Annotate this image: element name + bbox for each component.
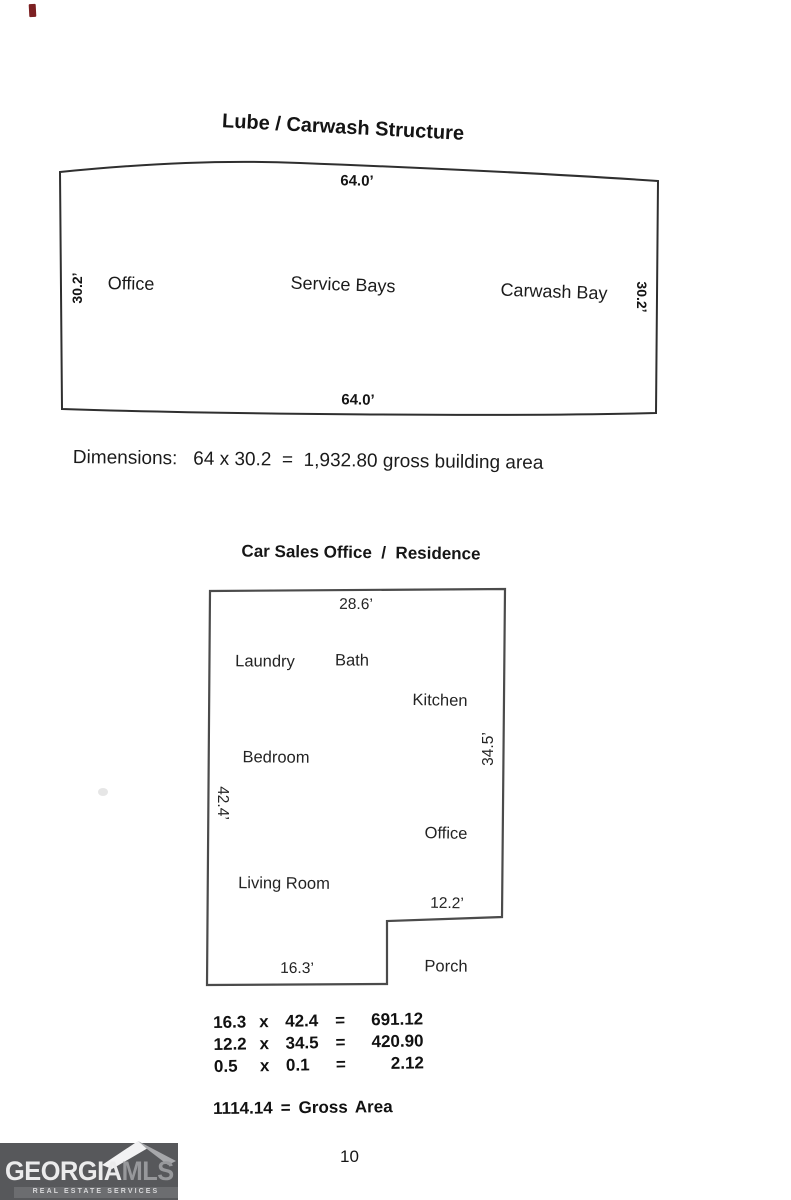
residence-room-bedroom: Bedroom [242,748,310,767]
lube-dim-top: 64.0’ [340,172,374,190]
calc-b: 42.4 [285,1011,319,1031]
calc-eq: = [334,1010,346,1030]
residence-dim-left: 42.4’ [214,786,231,820]
lube-dim-left: 30.2’ [69,272,85,304]
lube-room-office: Office [107,273,155,294]
residence-room-kitchen: Kitchen [412,691,468,710]
page-number: 10 [340,1147,359,1166]
area-calculations: 16.3 x 42.4 = 691.12 12.2 x 34.5 = 420.9… [213,1008,424,1078]
residence-room-bath: Bath [334,651,370,670]
calc-b: 0.1 [285,1055,310,1075]
logo-tagline-bar: REAL ESTATE SERVICES [14,1187,178,1198]
residence-dim-top: 28.6’ [339,595,373,614]
corner-red-mark [28,3,37,18]
lube-room-carwash-bay: Carwash Bay [500,279,608,304]
logo-tagline: REAL ESTATE SERVICES [32,1188,160,1195]
total-label: Gross Area [298,1097,393,1118]
calc-eq: = [335,1054,347,1074]
calc-a: 12.2 [213,1034,247,1054]
calc-op: x [259,1056,270,1076]
calc-a: 16.3 [213,1012,247,1032]
calc-result: 2.12 [390,1053,425,1073]
residence-title: Car Sales Office / Residence [241,541,481,564]
residence-dim-right: 34.5’ [480,732,497,766]
logo-brand-secondary: MLS [121,1156,175,1186]
residence-dim-bottom: 16.3’ [280,959,314,978]
logo-brand-primary: GEORGIA [5,1156,122,1186]
calc-row: 0.5 x 0.1 = 2.12 [214,1052,424,1078]
gross-area-total: 1114.14 = Gross Area [213,1097,393,1119]
calc-result: 691.12 [370,1009,424,1030]
residence-room-living: Living Room [238,874,330,893]
calc-op: x [259,1034,270,1054]
lube-dim-bottom: 64.0’ [341,391,375,409]
roof-icon [102,1141,176,1169]
total-value: 1114.14 [213,1098,273,1118]
lube-dim-right: 30.2’ [634,281,650,313]
calc-result: 420.90 [371,1031,424,1052]
residence-room-office: Office [424,824,468,843]
calc-b: 34.5 [285,1033,319,1053]
calc-op: x [259,1012,269,1032]
residence-room-laundry: Laundry [235,652,295,671]
residence-dim-step: 12.2’ [430,894,464,913]
scan-smudge [98,788,108,796]
residence-outline [205,587,507,987]
calc-eq: = [335,1032,346,1052]
lube-structure-outline [58,160,660,416]
residence-room-porch: Porch [424,957,468,976]
total-equals: = [280,1098,291,1118]
lube-room-service-bays: Service Bays [290,272,396,297]
calc-a: 0.5 [213,1056,238,1076]
